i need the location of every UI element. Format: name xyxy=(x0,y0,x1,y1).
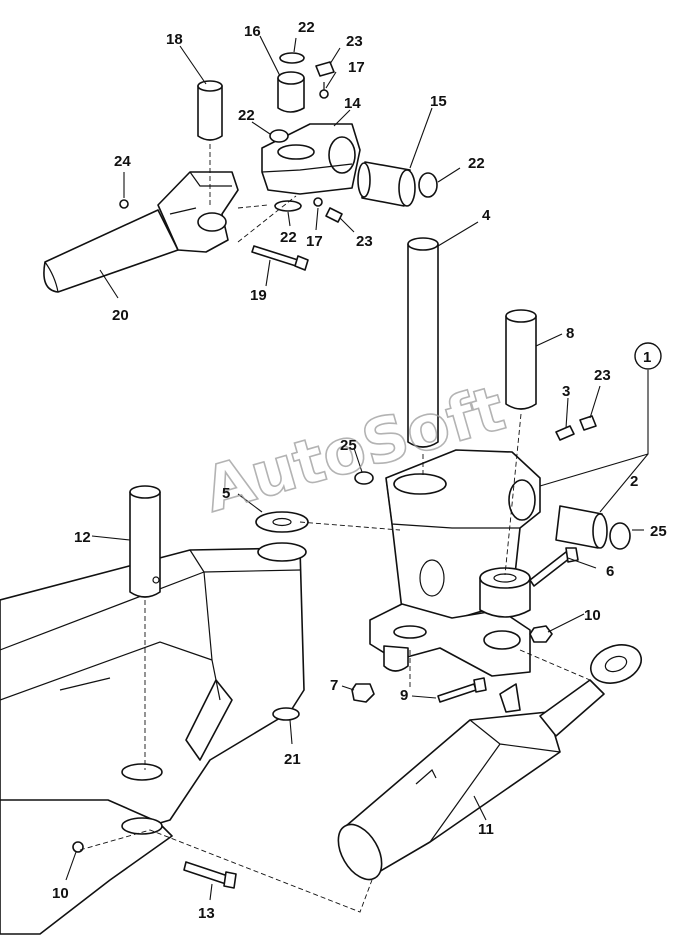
boom-boss-lower xyxy=(121,763,163,781)
swing-cylinder-11 xyxy=(337,644,642,881)
callout-10-right: 10 xyxy=(584,607,601,624)
callout-22-left: 22 xyxy=(238,107,255,124)
washer-25-left xyxy=(354,471,374,485)
bolt-9 xyxy=(437,677,487,703)
callout-13: 13 xyxy=(198,905,215,922)
callout-17-lower: 17 xyxy=(306,233,323,250)
yoke-14 xyxy=(261,123,361,195)
washer-22-lower xyxy=(274,200,302,212)
callout-5: 5 xyxy=(222,485,230,502)
pivot-pin-4 xyxy=(407,237,439,448)
pin-18 xyxy=(197,80,223,141)
swing-post xyxy=(369,449,541,677)
callout-24: 24 xyxy=(114,153,131,170)
washer-25-right xyxy=(609,522,631,550)
callout-22-top: 22 xyxy=(298,19,315,36)
group-marker-circle xyxy=(634,342,662,370)
callout-6: 6 xyxy=(606,563,614,580)
leader-lines xyxy=(65,35,649,901)
washer-21 xyxy=(272,707,300,721)
callout-17-top: 17 xyxy=(348,59,365,76)
nut-10-right xyxy=(529,625,553,643)
callout-9: 9 xyxy=(400,687,408,704)
callout-7: 7 xyxy=(330,677,338,694)
callout-23-lower: 23 xyxy=(356,233,373,250)
assembly-lines xyxy=(79,144,591,913)
callout-12: 12 xyxy=(74,529,91,546)
bolt-6 xyxy=(529,547,579,587)
pin-8 xyxy=(505,309,537,410)
bushing-lower xyxy=(479,567,531,618)
bushing-15 xyxy=(357,161,416,207)
callout-15: 15 xyxy=(430,93,447,110)
callout-16: 16 xyxy=(244,23,261,40)
callout-14: 14 xyxy=(344,95,361,112)
bushing-16 xyxy=(277,71,305,113)
callout-11: 11 xyxy=(478,821,494,838)
group-marker-label: 1 xyxy=(643,349,651,366)
callout-18: 18 xyxy=(166,31,183,48)
callout-25-left: 25 xyxy=(340,437,357,454)
callout-19: 19 xyxy=(250,287,267,304)
shaft-20 xyxy=(43,171,239,293)
callout-3: 3 xyxy=(562,383,570,400)
callout-23-top: 23 xyxy=(346,33,363,50)
boom xyxy=(0,547,305,935)
callout-2: 2 xyxy=(630,473,638,490)
pin-12 xyxy=(129,485,161,598)
grease-fittings-top xyxy=(119,61,343,223)
callout-10-left: 10 xyxy=(52,885,69,902)
callout-25-right: 25 xyxy=(650,523,667,540)
callout-8: 8 xyxy=(566,325,574,342)
washer-22-left xyxy=(269,129,289,143)
washer-22-right xyxy=(418,172,438,198)
callout-23-right: 23 xyxy=(594,367,611,384)
nut-7 xyxy=(351,683,375,703)
bolt-13 xyxy=(183,861,237,889)
washer-5 xyxy=(255,511,309,533)
callout-20: 20 xyxy=(112,307,129,324)
callout-22-right: 22 xyxy=(468,155,485,172)
boom-boss-bottom xyxy=(121,817,163,835)
callout-21: 21 xyxy=(284,751,301,768)
fittings-3-23 xyxy=(555,415,597,441)
callout-22-lower: 22 xyxy=(280,229,297,246)
callout-4: 4 xyxy=(482,207,491,224)
bolt-19 xyxy=(251,245,309,271)
bushing-2 xyxy=(555,505,608,549)
nut-10-left xyxy=(72,841,84,853)
callout-labels: 1 18 16 22 23 17 14 15 22 22 24 22 17 23… xyxy=(52,19,667,922)
boom-boss-top xyxy=(257,542,307,562)
washer-22-top xyxy=(279,52,305,64)
washer-5-hole xyxy=(272,517,292,527)
